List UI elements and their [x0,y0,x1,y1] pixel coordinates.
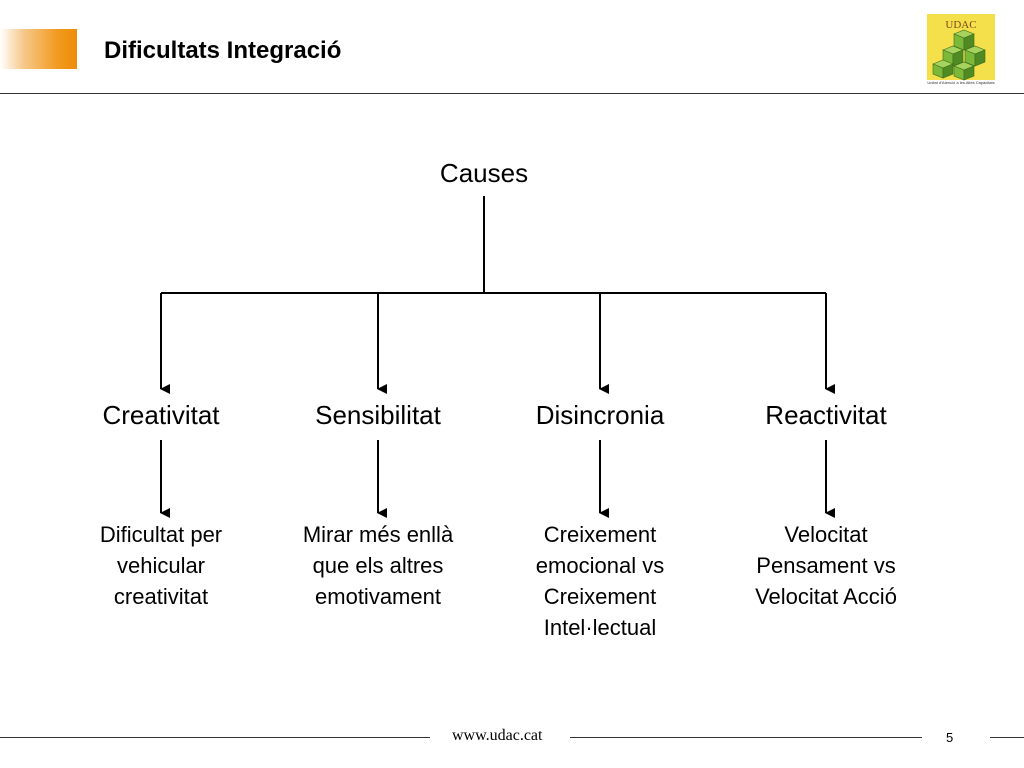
cause-node-sensibilitat: Sensibilitat [315,400,441,430]
title-accent-bar [0,29,77,69]
slide-title: Dificultats Integració [104,37,342,64]
header-divider [0,93,1024,94]
cause-description-reactivitat: Velocitat Pensament vs Velocitat Acció [755,522,897,609]
footer-divider-middle [570,737,922,738]
footer-divider-left [0,737,430,738]
cause-node-reactivitat: Reactivitat [765,400,887,430]
cause-description-creativitat: Dificultat per vehicular creativitat [99,522,223,609]
logo-tagline: Unitat d'Atenció a les Altes Capacitats [927,80,995,85]
footer-url: www.udac.cat [452,727,543,744]
cause-description-disincronia: Creixement emocional vs Creixement Intel… [535,522,665,640]
cause-description-sensibilitat: Mirar més enllà que els altres emotivame… [302,522,454,609]
footer-divider-right [990,737,1024,738]
page-number: 5 [946,730,954,745]
logo-text: UDAC [945,19,976,31]
udac-logo: UDAC [927,14,995,81]
cause-node-disincronia: Disincronia [535,400,665,430]
root-node-causes: Causes [439,158,529,188]
cause-node-creativitat: Creativitat [102,400,220,430]
